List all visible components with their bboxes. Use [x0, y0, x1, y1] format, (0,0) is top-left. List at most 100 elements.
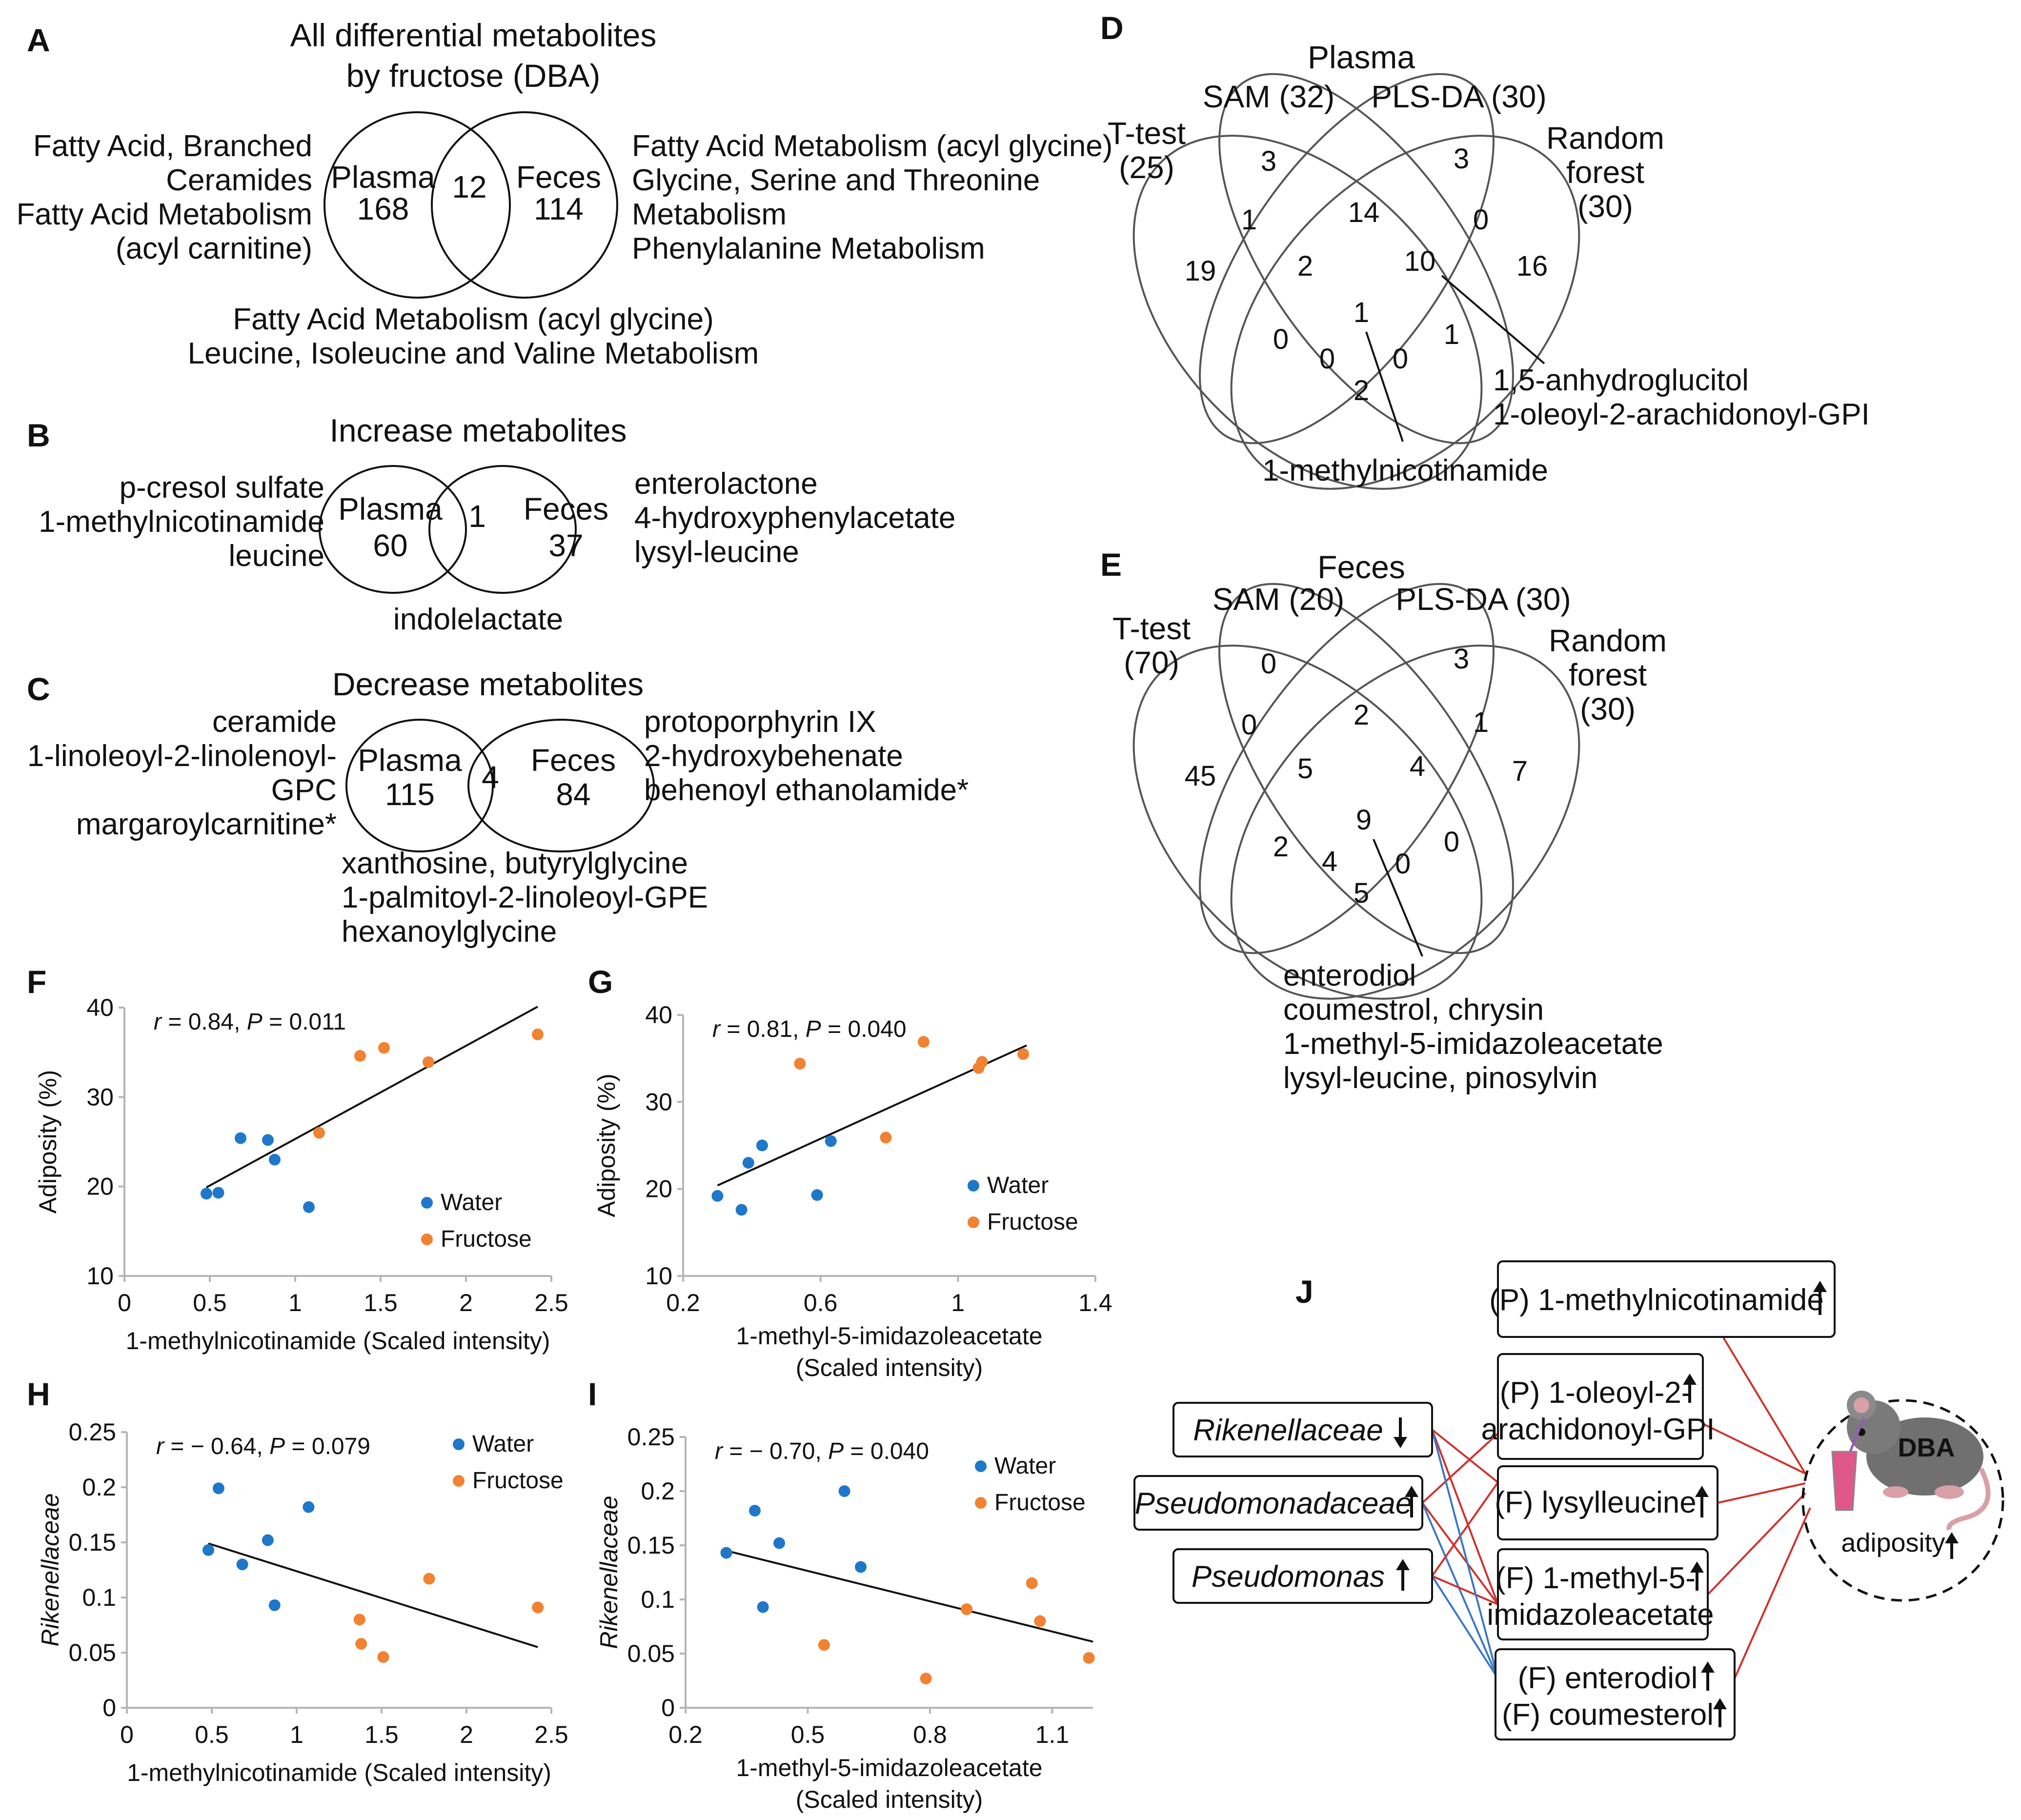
x-tick-label: 0.5	[195, 1721, 229, 1748]
fructose-data-point	[1017, 1048, 1030, 1060]
water-data-point	[303, 1201, 315, 1213]
x-tick-label: 1	[288, 1289, 302, 1316]
annotation-text: 1-methyl-5-imidazoleacetate	[1283, 1027, 1663, 1061]
taxon-node-pseudomonadaceae: Pseudomonadaceae	[1133, 1475, 1423, 1531]
annotation-text: Fatty Acid Metabolism (acyl glycine)	[632, 129, 1112, 163]
set-label: PLS-DA (30)	[1395, 582, 1571, 617]
annotation-text: enterolactone	[634, 467, 818, 501]
metabolite-box	[1497, 1260, 1836, 1338]
water-data-point	[720, 1547, 732, 1559]
legend-marker	[968, 1180, 979, 1192]
positive-correlation-edge	[1702, 1423, 1806, 1475]
annotation-text: GPC	[271, 773, 337, 807]
annotation-text: ceramide	[212, 705, 337, 739]
venn-set-label-plasma: Plasma	[358, 743, 462, 778]
legend-label: Fructose	[994, 1490, 1086, 1516]
fructose-data-point	[961, 1603, 973, 1615]
venn-count-plasma-only: 115	[385, 777, 435, 812]
y-axis-label: Adiposity (%)	[593, 1073, 620, 1217]
x-axis-label: (Scaled intensity)	[796, 1354, 983, 1381]
water-data-point	[825, 1135, 837, 1147]
regression-line	[726, 1550, 1093, 1643]
y-axis-label: Adiposity (%)	[34, 1070, 61, 1214]
venn-count-feces-only: 37	[548, 528, 583, 563]
venn-ellipse-random-forest	[1230, 135, 1580, 490]
metabolite-label: (P) 1-methylnicotinamide	[1489, 1283, 1824, 1317]
regression-line	[206, 1006, 538, 1189]
annotation-text: 1-palmitoyl-2-linoleoyl-GPE	[342, 881, 708, 914]
panel-letter-a: A	[27, 22, 50, 58]
water-data-point	[212, 1187, 224, 1199]
y-tick-label: 0.2	[641, 1477, 675, 1505]
venn-ellipse-pls-da	[1199, 73, 1495, 445]
legend-marker	[421, 1234, 433, 1245]
x-axis-label: 1-methylnicotinamide (Scaled intensity)	[127, 1759, 551, 1786]
y-tick-label: 0.05	[627, 1640, 675, 1667]
venn-region-count: 1	[1354, 297, 1369, 328]
y-tick-label: 0.1	[641, 1586, 675, 1613]
legend-label: Fructose	[472, 1468, 564, 1494]
panel-b-title: Increase metabolites	[330, 412, 627, 448]
annotation-text: 1,5-anhydroglucitol	[1493, 364, 1749, 397]
venn-count-feces-only: 84	[556, 777, 590, 812]
venn-ellipse-pls-da	[1199, 583, 1495, 954]
metabolite-node-lysylleucine: (F) lysylleucine	[1495, 1465, 1718, 1540]
fructose-data-point	[1083, 1652, 1095, 1664]
fructose-data-point	[1026, 1577, 1038, 1589]
venn-circle-plasma	[319, 465, 467, 594]
fructose-data-point	[313, 1127, 325, 1139]
y-tick-label: 0.15	[69, 1529, 116, 1556]
venn-circle-feces	[428, 465, 577, 594]
venn-circle-plasma	[345, 719, 494, 852]
venn-circle-feces	[467, 719, 655, 852]
annotation-text: Fatty Acid Metabolism	[17, 198, 312, 231]
water-data-point	[303, 1501, 315, 1513]
panel-letter: I	[588, 1376, 597, 1412]
x-tick-label: 1	[290, 1721, 303, 1748]
y-tick-label: 20	[645, 1175, 672, 1203]
annotation-text: coumestrol, chrysin	[1283, 993, 1544, 1027]
venn-set-label-feces: Feces	[516, 160, 601, 195]
taxon-node-pseudomonas: Pseudomonas	[1172, 1548, 1433, 1604]
callout-leader-line	[1441, 275, 1545, 364]
annotation-text: xanthosine, butyrylglycine	[342, 847, 688, 880]
x-tick-label: 1.5	[364, 1721, 399, 1748]
legend-label: Fructose	[987, 1209, 1078, 1235]
y-tick-label: 20	[86, 1173, 114, 1200]
metabolite-label: (F) 1-methyl-5-	[1496, 1561, 1696, 1595]
water-data-point	[201, 1188, 212, 1200]
set-label: Random	[1546, 121, 1664, 156]
x-tick-label: 1.4	[1078, 1289, 1112, 1316]
venn-region-count: 3	[1454, 143, 1469, 175]
venn-region-count: 2	[1354, 375, 1369, 406]
fructose-data-point	[818, 1639, 830, 1651]
panel-e-venn: E Feces T-test (70) SAM (20) PLS-DA (30)…	[1100, 546, 1667, 1095]
legend-marker	[975, 1460, 987, 1472]
annotation-text: hexanoylglycine	[342, 915, 557, 949]
legend-marker	[968, 1216, 979, 1228]
fructose-data-point	[355, 1638, 367, 1650]
water-data-point	[735, 1204, 748, 1216]
arrow-up-icon	[1945, 1532, 1959, 1559]
panel-a-title-line2: by fructose (DBA)	[346, 58, 601, 94]
venn-region-count: 7	[1512, 755, 1528, 787]
venn-region-count: 19	[1185, 255, 1216, 287]
fructose-data-point	[917, 1036, 930, 1048]
metabolite-box	[1497, 1353, 1704, 1460]
metabolite-label: arachidonoyl-GPI	[1481, 1413, 1715, 1446]
panel-letter-c: C	[27, 671, 50, 707]
arrow-up-icon	[1813, 1281, 1827, 1315]
set-label: (25)	[1119, 150, 1174, 185]
venn-count-overlap: 1	[468, 499, 486, 534]
water-data-point	[212, 1482, 224, 1495]
annotation-text: protoporphyrin IX	[644, 705, 876, 739]
metabolite-label: (F) lysylleucine	[1495, 1486, 1696, 1519]
venn-set-label-plasma: Plasma	[331, 160, 435, 195]
venn-region-count: 1	[1473, 707, 1489, 738]
fructose-data-point	[378, 1042, 390, 1054]
annotation-text: Fatty Acid, Branched	[33, 129, 312, 163]
venn-region-count: 45	[1185, 760, 1216, 792]
water-data-point	[262, 1134, 274, 1146]
taxon-box	[1133, 1475, 1423, 1531]
